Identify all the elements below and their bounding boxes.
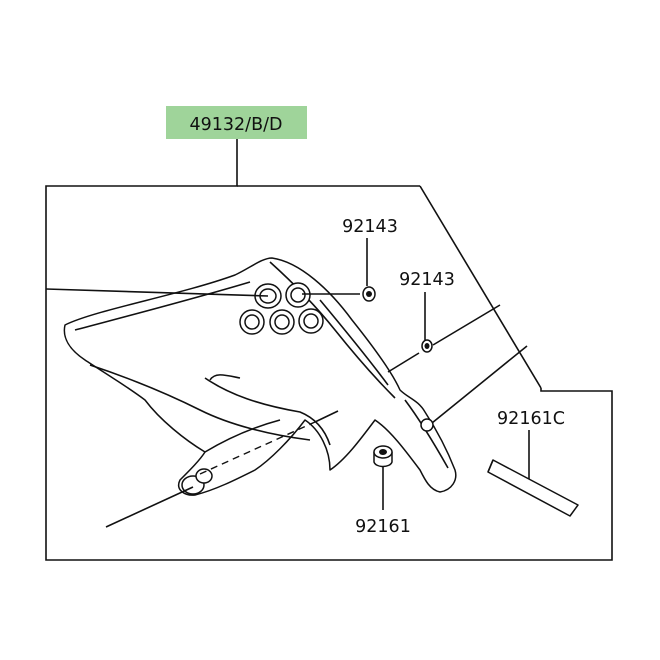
fastener-92143-right (421, 339, 433, 353)
leader-lines (45, 238, 530, 528)
assembly-frame (45, 139, 613, 561)
part-number-highlight (166, 106, 307, 139)
strip-92161C (487, 459, 579, 517)
fastener-92143-top (362, 286, 376, 302)
callout-92143-top[interactable]: 92143 (342, 217, 398, 237)
callout-92143-right[interactable]: 92143 (399, 270, 455, 290)
callout-92161[interactable]: 92161 (355, 517, 411, 537)
main-part-number[interactable]: 49132/B/D (190, 115, 283, 135)
callout-92161C[interactable]: 92161C (497, 409, 565, 429)
grommet-92161 (373, 445, 393, 468)
shroud-part (63, 257, 457, 496)
